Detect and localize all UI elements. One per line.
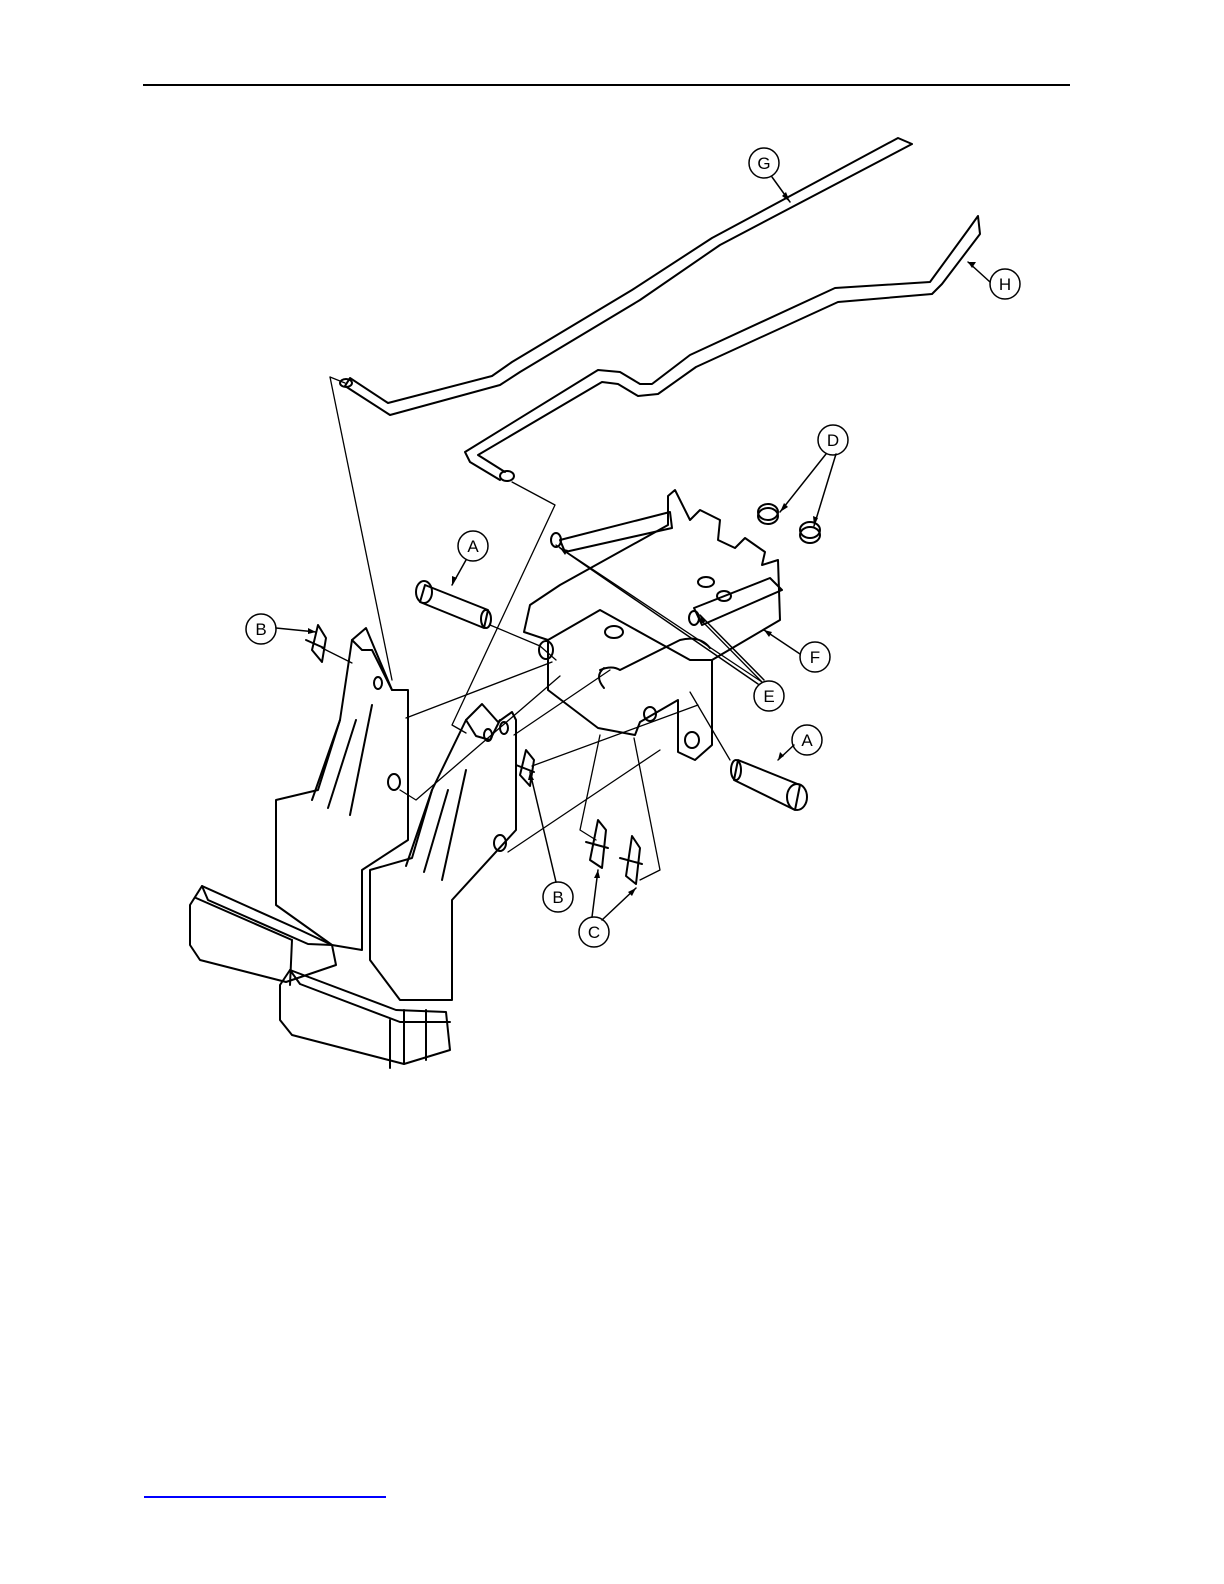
callout-label-a2: A: [801, 731, 813, 750]
clip-d-1: [758, 504, 778, 524]
pedal-right: [280, 704, 516, 1068]
assembly-guides: [322, 377, 762, 880]
callout-label-f: F: [810, 648, 820, 667]
bracket-f: [524, 490, 780, 760]
callout-circles: [246, 148, 1020, 947]
callout-label-d: D: [827, 431, 839, 450]
callout-label-h: H: [999, 275, 1011, 294]
pin-a-upper: [416, 581, 491, 628]
callout-label-c: C: [588, 923, 600, 942]
hairpin-c-1: [586, 820, 608, 868]
spring-e-upper: [551, 512, 672, 552]
callout-label-e: E: [763, 687, 774, 706]
rod-g: [340, 138, 912, 415]
footer-link-underline[interactable]: [144, 1496, 386, 1498]
callout-label-b1: B: [255, 620, 266, 639]
callout-label-b2: B: [552, 888, 563, 907]
callout-label-g: G: [757, 154, 770, 173]
rod-h: [465, 216, 980, 481]
pin-a-lower: [731, 760, 807, 810]
callout-label-a1: A: [467, 537, 479, 556]
pedal-left: [190, 628, 408, 985]
hairpin-c-2: [620, 836, 642, 884]
clip-d-2: [800, 522, 820, 543]
